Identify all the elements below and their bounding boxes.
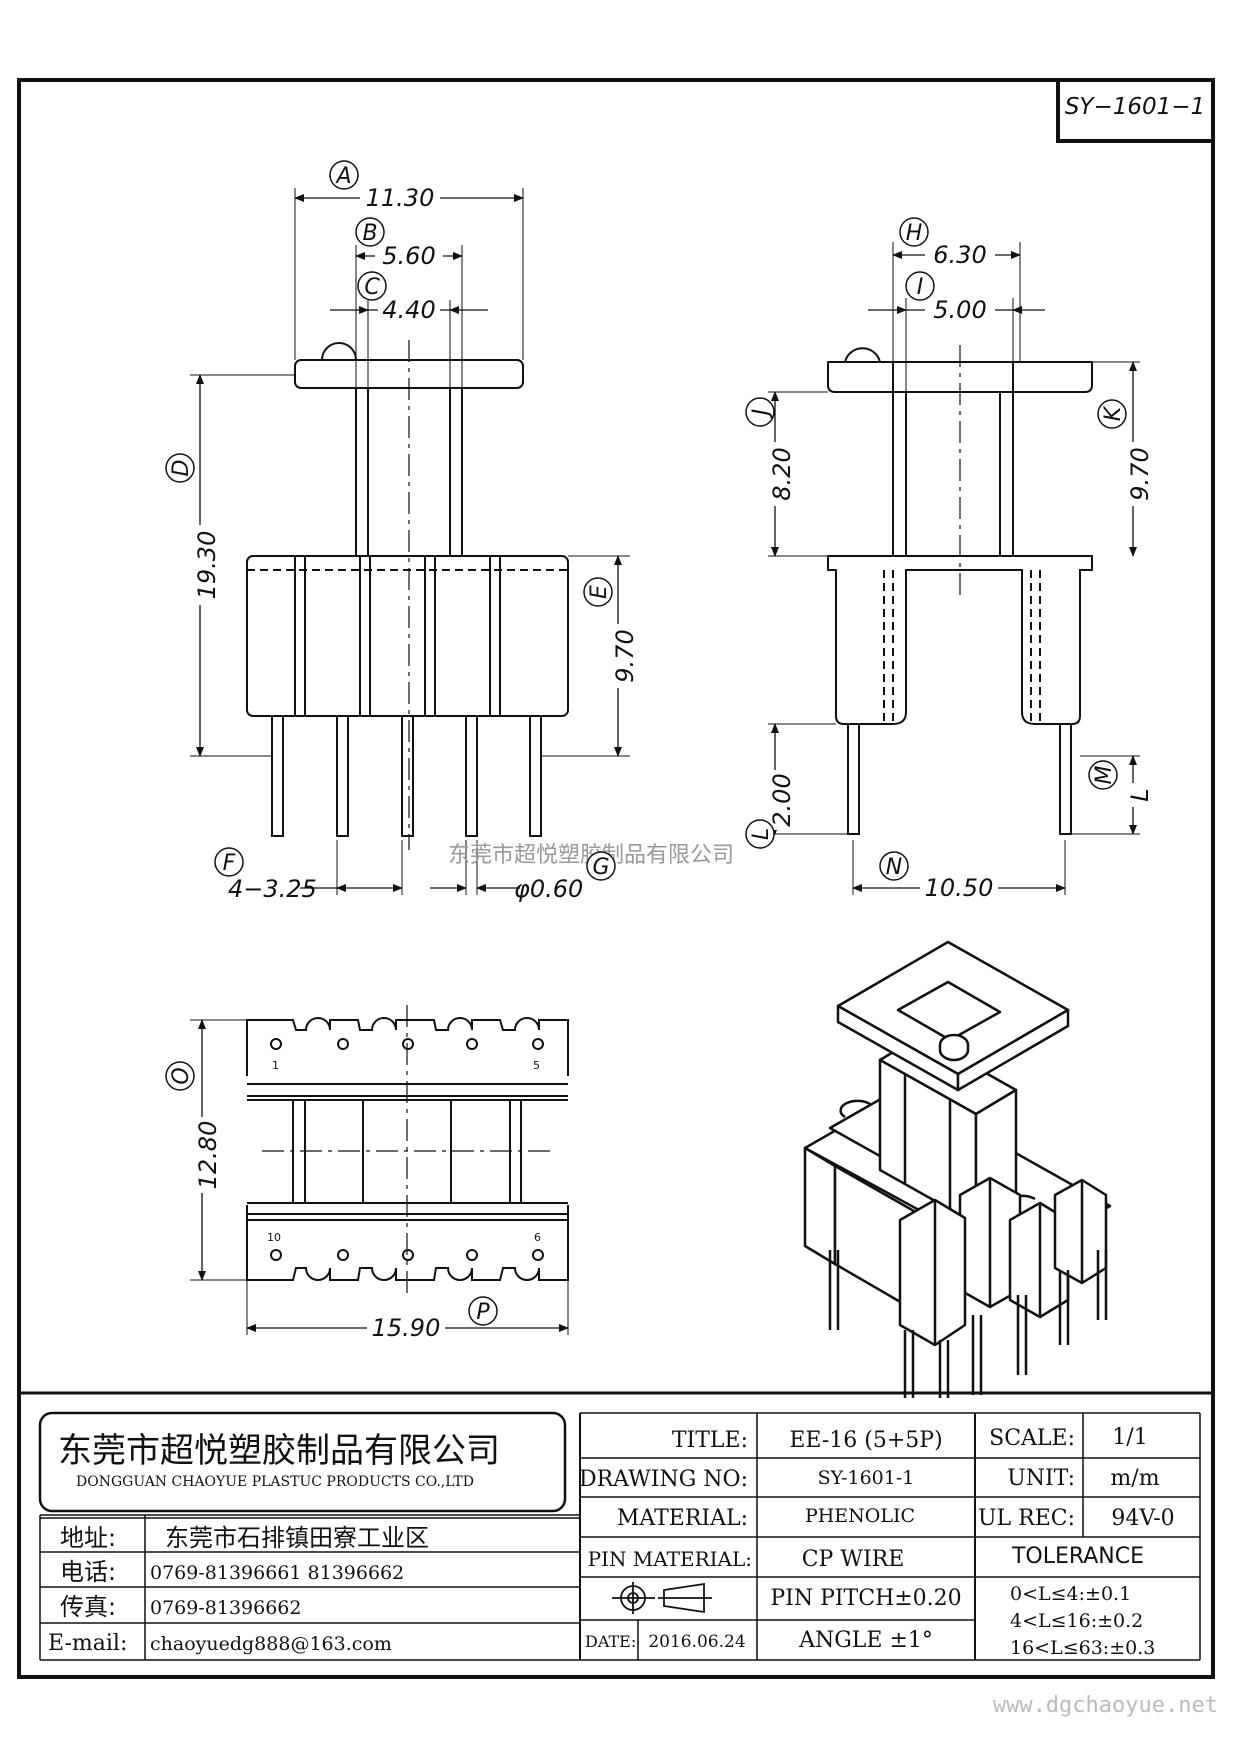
dim-c-value: 4.40 bbox=[382, 296, 435, 324]
dim-o-value: 12.80 bbox=[194, 1121, 222, 1190]
bottom-view-dimensions bbox=[198, 1019, 569, 1332]
label-d: D bbox=[169, 460, 194, 477]
dim-g-value: φ0.60 bbox=[514, 875, 583, 903]
label-e: E bbox=[587, 585, 612, 599]
dim-h-value: 6.30 bbox=[933, 241, 986, 269]
fax-label: 传真: bbox=[60, 1593, 116, 1621]
label-j: J bbox=[749, 409, 774, 420]
fax-value: 0769-81396662 bbox=[150, 1597, 301, 1619]
label-b: B bbox=[362, 221, 377, 246]
front-view bbox=[190, 188, 630, 895]
material-value: PHENOLIC bbox=[805, 1505, 915, 1527]
label-o: O bbox=[169, 1067, 194, 1084]
tolerance-2: 4<L≤16:±0.2 bbox=[1010, 1610, 1143, 1632]
label-k: K bbox=[1101, 405, 1126, 421]
dim-b-value: 5.60 bbox=[382, 242, 435, 270]
unit-value: m/m bbox=[1110, 1466, 1159, 1491]
company-name-cn: 东莞市超悦塑胶制品有限公司 bbox=[58, 1431, 500, 1471]
side-view-texts: 6.30 5.00 H I J 8.20 K 9.70 2.00 L M L bbox=[745, 217, 1154, 902]
pin-number-10: 10 bbox=[267, 1231, 281, 1244]
company-block: 东莞市超悦塑胶制品有限公司 DONGGUAN CHAOYUE PLASTUC P… bbox=[48, 1431, 500, 1656]
company-name-en: DONGGUAN CHAOYUE PLASTUC PRODUCTS CO.,LT… bbox=[76, 1474, 474, 1490]
projection-symbol-icon bbox=[612, 1582, 712, 1614]
ul-value: 94V-0 bbox=[1111, 1506, 1174, 1531]
tolerance-label: TOLERANCE bbox=[1011, 1544, 1144, 1569]
side-view bbox=[768, 242, 1140, 895]
dim-j-value: 8.20 bbox=[768, 447, 796, 500]
tolerance-3: 16<L≤63:±0.3 bbox=[1010, 1637, 1155, 1659]
angle: ANGLE ±1° bbox=[798, 1628, 933, 1653]
dim-d-value: 19.30 bbox=[193, 531, 221, 600]
dim-m-value: L bbox=[1126, 788, 1154, 801]
label-g: G bbox=[592, 855, 609, 880]
date-value: 2016.06.24 bbox=[648, 1632, 745, 1652]
drawing-code-box bbox=[1056, 78, 1215, 143]
title-value: EE-16 (5+5P) bbox=[789, 1428, 942, 1453]
scale-value: 1/1 bbox=[1112, 1425, 1147, 1450]
website-url: www.dgchaoyue.net bbox=[993, 1693, 1218, 1718]
title-label: TITLE: bbox=[672, 1428, 748, 1453]
label-a: A bbox=[334, 164, 351, 189]
phone-label: 电话: bbox=[60, 1558, 116, 1586]
dim-a-value: 11.30 bbox=[366, 184, 435, 212]
label-i: I bbox=[917, 275, 924, 300]
pin-number-6: 6 bbox=[534, 1231, 541, 1244]
front-view-texts: 11.30 5.60 4.40 A B C 19.30 D 9.70 E F 4… bbox=[165, 160, 734, 903]
label-p: P bbox=[476, 1300, 490, 1325]
material-label: MATERIAL: bbox=[617, 1506, 748, 1531]
unit-label: UNIT: bbox=[1007, 1466, 1075, 1491]
drawing-no-value: SY-1601-1 bbox=[818, 1467, 915, 1489]
dim-k-value: 9.70 bbox=[1126, 447, 1154, 500]
label-c: C bbox=[364, 275, 380, 300]
label-f: F bbox=[223, 851, 236, 876]
phone-value: 0769-81396661 81396662 bbox=[150, 1562, 404, 1584]
dim-n-value: 10.50 bbox=[925, 874, 994, 902]
pin-material-value: CP WIRE bbox=[802, 1547, 905, 1572]
label-l: L bbox=[749, 828, 774, 840]
scale-label: SCALE: bbox=[989, 1426, 1075, 1451]
pin-pitch: PIN PITCH±0.20 bbox=[770, 1586, 961, 1611]
drawing-code: SY−1601−1 bbox=[1065, 94, 1205, 120]
address-value: 东莞市石排镇田寮工业区 bbox=[165, 1524, 429, 1552]
tolerance-1: 0<L≤4:±0.1 bbox=[1010, 1583, 1131, 1605]
dim-f-value: 4−3.25 bbox=[228, 875, 317, 903]
pin-number-5: 5 bbox=[533, 1059, 540, 1072]
title-block-grid bbox=[19, 1391, 1213, 1661]
email-label: E-mail: bbox=[48, 1631, 127, 1656]
label-m: M bbox=[1092, 765, 1117, 784]
dim-p-value: 15.90 bbox=[372, 1314, 441, 1342]
title-block-fields: TITLE: EE-16 (5+5P) DRAWING NO: SY-1601-… bbox=[579, 1425, 1175, 1659]
pin-material-label: PIN MATERIAL: bbox=[588, 1547, 752, 1571]
dim-l-value: 2.00 bbox=[768, 773, 796, 826]
bottom-view bbox=[190, 1005, 569, 1335]
isometric-view bbox=[803, 940, 1112, 1398]
address-label: 地址: bbox=[60, 1524, 116, 1552]
ul-label: UL REC: bbox=[978, 1506, 1075, 1531]
email-value: chaoyuedg888@163.com bbox=[150, 1633, 392, 1655]
bottom-view-texts: 1 5 10 6 O 12.80 P 15.90 bbox=[165, 1059, 541, 1342]
drawing-border bbox=[17, 78, 1215, 1679]
label-h: H bbox=[906, 221, 923, 246]
dim-e-value: 9.70 bbox=[611, 629, 639, 682]
pin-number-1: 1 bbox=[272, 1059, 279, 1072]
label-n: N bbox=[886, 855, 902, 880]
dim-i-value: 5.00 bbox=[933, 296, 986, 324]
drawing-no-label: DRAWING NO: bbox=[579, 1467, 748, 1492]
date-label: DATE: bbox=[585, 1632, 636, 1651]
